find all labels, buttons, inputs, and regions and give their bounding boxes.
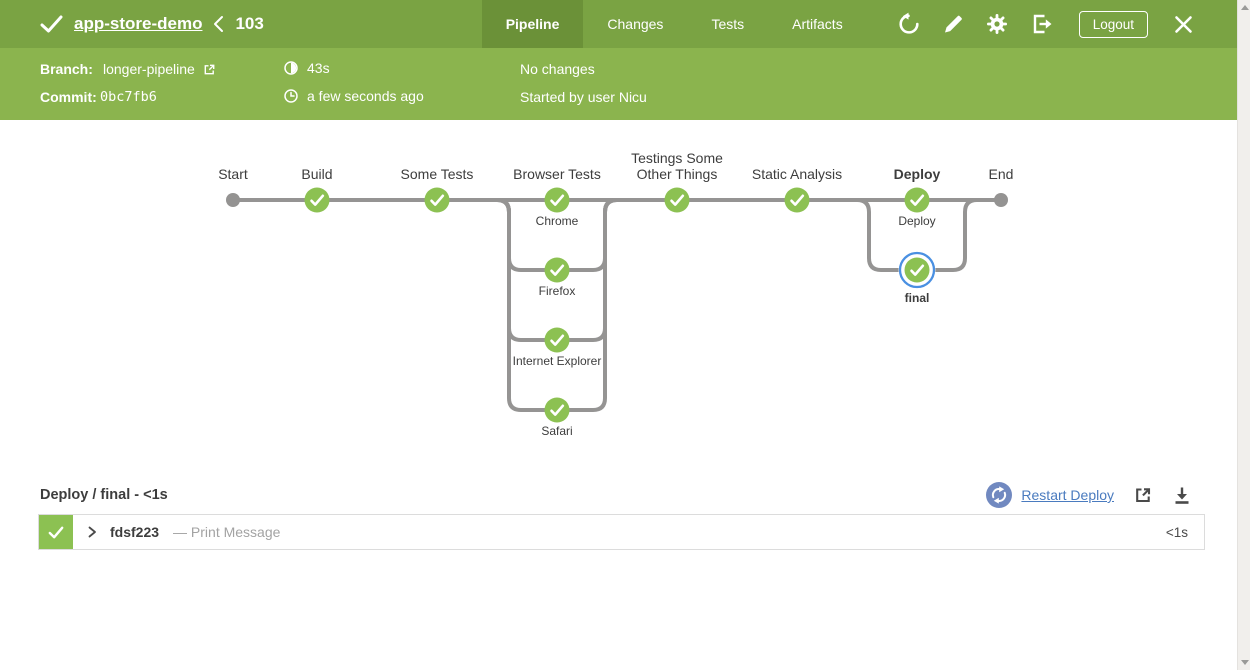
- node-testings-some-other-things[interactable]: [665, 188, 690, 213]
- status-check-icon: [40, 15, 63, 33]
- node-deploy[interactable]: [905, 188, 930, 213]
- branch-value[interactable]: longer-pipeline: [103, 61, 216, 77]
- open-in-new-icon[interactable]: [1133, 485, 1153, 505]
- duration-timer-icon: [283, 60, 299, 76]
- step-duration: <1s: [1166, 525, 1188, 540]
- tab-changes[interactable]: Changes: [583, 0, 687, 48]
- tab-bar: Pipeline Changes Tests Artifacts: [482, 0, 867, 48]
- download-log-icon[interactable]: [1172, 486, 1192, 505]
- changes-summary: No changes: [520, 61, 595, 77]
- branch-label: Branch:: [40, 61, 93, 77]
- run-info-bar: Branch: longer-pipeline Commit: 0bc7fb6 …: [0, 48, 1237, 120]
- stage-label-end: End: [926, 166, 1076, 182]
- commit-label: Commit:: [40, 89, 97, 105]
- run-breadcrumb: app-store-demo 103: [40, 14, 264, 34]
- rerun-icon[interactable]: [897, 12, 921, 36]
- node-label-safari: Safari: [482, 424, 632, 438]
- logout-button[interactable]: Logout: [1079, 11, 1148, 38]
- pipeline-graph: Start Build Some Tests Browser Tests Tes…: [0, 120, 1250, 460]
- header-icon-group: [897, 12, 1055, 36]
- detail-actions: Restart Deploy: [986, 482, 1192, 508]
- node-internet-explorer[interactable]: [545, 328, 570, 353]
- node-label-chrome: Chrome: [482, 214, 632, 228]
- chevron-left-icon: [213, 15, 224, 33]
- clock-icon: [283, 88, 299, 104]
- exit-to-app-icon[interactable]: [1030, 12, 1055, 36]
- step-row[interactable]: fdsf223 — Print Message <1s: [38, 514, 1205, 550]
- stage-label-browser-tests: Browser Tests: [482, 166, 632, 182]
- run-number: 103: [235, 14, 263, 34]
- run-duration: 43s: [283, 60, 330, 76]
- scrollbar-down-arrow[interactable]: [1241, 660, 1249, 665]
- expand-chevron-icon[interactable]: [88, 526, 97, 538]
- branch-safari-line: [497, 200, 617, 410]
- step-detail-title: Deploy / final - <1s: [40, 487, 168, 503]
- started-by: Started by user Nicu: [520, 89, 647, 105]
- tab-artifacts[interactable]: Artifacts: [768, 0, 867, 48]
- node-label-firefox: Firefox: [482, 284, 632, 298]
- node-start[interactable]: [226, 193, 240, 207]
- pipeline-name-link[interactable]: app-store-demo: [74, 14, 202, 34]
- scrollbar-up-arrow[interactable]: [1241, 5, 1249, 10]
- node-label-deploy: Deploy: [842, 214, 992, 228]
- node-label-final: final: [842, 291, 992, 305]
- edit-pencil-icon[interactable]: [942, 13, 964, 35]
- step-detail-header: Deploy / final - <1s Restart Deploy: [40, 480, 1192, 510]
- step-description: — Print Message: [173, 524, 280, 540]
- node-final[interactable]: [905, 258, 930, 283]
- restart-deploy-link[interactable]: Restart Deploy: [986, 482, 1114, 508]
- node-some-tests[interactable]: [425, 188, 450, 213]
- node-static-analysis[interactable]: [785, 188, 810, 213]
- node-build[interactable]: [305, 188, 330, 213]
- settings-gear-icon[interactable]: [985, 12, 1009, 36]
- tab-pipeline[interactable]: Pipeline: [482, 0, 584, 48]
- node-end[interactable]: [994, 193, 1008, 207]
- run-time-ago: a few seconds ago: [283, 88, 424, 104]
- node-chrome[interactable]: [545, 188, 570, 213]
- node-label-internet-explorer: Internet Explorer: [482, 354, 632, 368]
- node-safari[interactable]: [545, 398, 570, 423]
- page-scrollbar[interactable]: [1237, 0, 1250, 670]
- step-id: fdsf223: [110, 524, 159, 540]
- top-header-bar: app-store-demo 103 Pipeline Changes Test…: [0, 0, 1237, 48]
- node-firefox[interactable]: [545, 258, 570, 283]
- commit-value: 0bc7fb6: [100, 89, 157, 105]
- external-link-icon[interactable]: [203, 63, 216, 76]
- close-icon[interactable]: [1174, 15, 1193, 34]
- restart-circle-icon[interactable]: [986, 482, 1012, 508]
- tab-tests[interactable]: Tests: [687, 0, 768, 48]
- step-status-success: [39, 515, 73, 549]
